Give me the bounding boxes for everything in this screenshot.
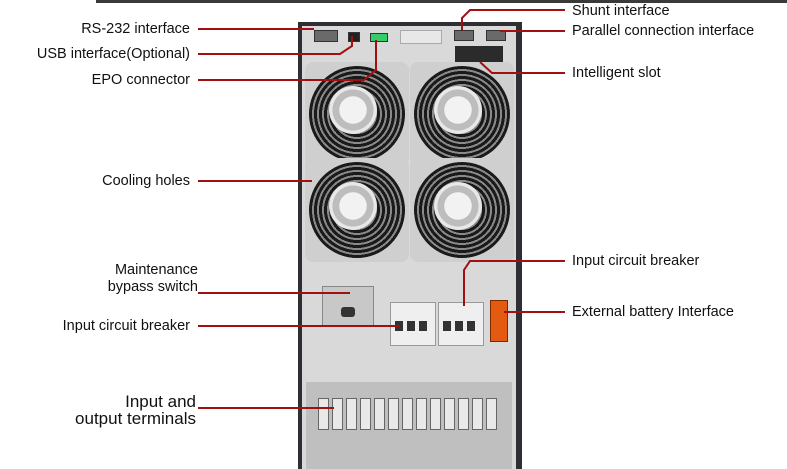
terminal [430, 398, 441, 430]
terminal [332, 398, 343, 430]
leader-intelligent [479, 61, 565, 74]
label-rs232: RS-232 interface [81, 21, 190, 37]
external-battery-connector [490, 300, 508, 342]
terminal [458, 398, 469, 430]
input-breaker-left-unit [390, 302, 436, 346]
terminal [346, 398, 357, 430]
input-breaker-right-unit [438, 302, 484, 346]
terminal [402, 398, 413, 430]
label-maintenance-line2: bypass switch [107, 279, 198, 295]
shunt-port [454, 30, 474, 41]
label-intelligent-slot: Intelligent slot [572, 65, 661, 81]
parallel-port [486, 30, 506, 41]
usb-port [348, 32, 360, 42]
leader-usb [198, 36, 353, 55]
terminal [486, 398, 497, 430]
leader-epo [198, 40, 377, 81]
label-usb: USB interface(Optional) [36, 46, 190, 62]
leader-input-breaker-right [463, 260, 565, 306]
epo-port [370, 33, 388, 42]
label-input-breaker-right: Input circuit breaker [572, 253, 700, 269]
label-io-line2: output terminals [75, 409, 196, 428]
terminal [388, 398, 399, 430]
label-maintenance-line1: Maintenance [114, 262, 198, 278]
label-epo: EPO connector [91, 72, 190, 88]
label-parallel: Parallel connection interface [572, 23, 755, 39]
label-cooling-holes: Cooling holes [102, 173, 190, 189]
fan-top-right [410, 62, 514, 166]
terminal [374, 398, 385, 430]
top-plate [400, 30, 442, 44]
top-rule [96, 0, 787, 3]
label-shunt: Shunt interface [572, 3, 670, 19]
terminal [416, 398, 427, 430]
terminal [318, 398, 329, 430]
terminal [472, 398, 483, 430]
rs232-port [314, 30, 338, 42]
label-input-breaker-left: Input circuit breaker [62, 318, 190, 334]
fan-bottom-right [410, 158, 514, 262]
leader-shunt [461, 9, 565, 30]
label-battery: External battery Interface [572, 304, 734, 320]
fan-bottom-left [305, 158, 409, 262]
label-io-line1: Input and [125, 392, 196, 411]
terminal [360, 398, 371, 430]
terminal [444, 398, 455, 430]
